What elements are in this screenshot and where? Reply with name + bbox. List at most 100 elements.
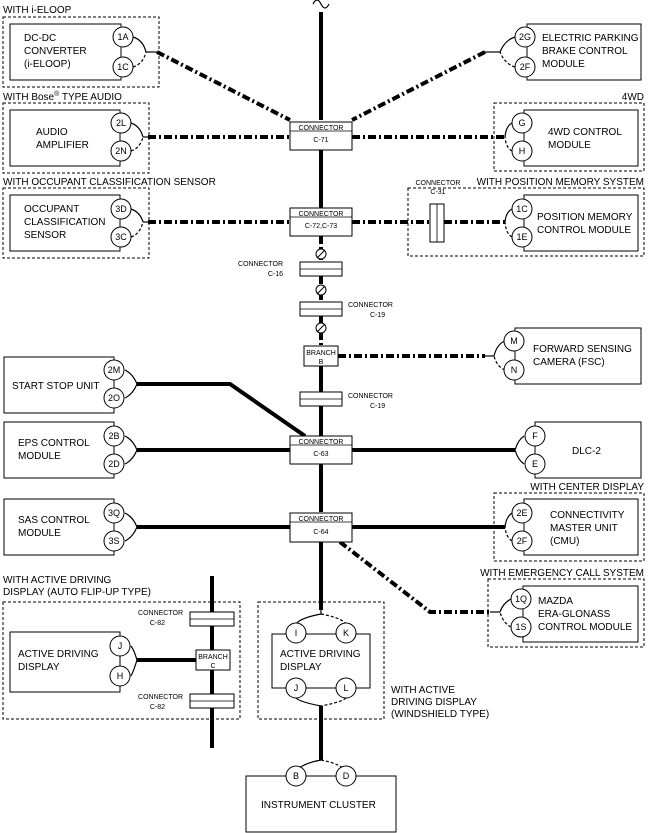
pin-label: E [532, 459, 538, 469]
svg-text:BRANCH: BRANCH [198, 654, 228, 661]
svg-text:CONNECTOR: CONNECTOR [138, 610, 183, 617]
pin-circle [109, 635, 131, 657]
twist-symbol [315, 284, 327, 296]
pin-circle [110, 198, 132, 220]
pin-circle [103, 530, 125, 552]
module-label: CONTROL MODULE [537, 225, 631, 236]
pin-circle [103, 387, 125, 409]
module-label: CAMERA (FSC) [533, 357, 605, 368]
header-ieloop: WITH i-ELOOP [3, 5, 72, 16]
header-4wd: 4WD [622, 92, 644, 103]
module-label: MAZDA [538, 596, 573, 607]
connector-c82-upper: CONNECTOR C-82 [138, 610, 235, 627]
module-label: FORWARD SENSING [533, 344, 632, 355]
pin-circle [510, 616, 532, 638]
header-posmem: WITH POSITION MEMORY SYSTEM [477, 177, 644, 188]
pin-label: 2D [108, 459, 120, 469]
svg-text:CONNECTOR: CONNECTOR [138, 694, 183, 701]
header-center-display: WITH CENTER DISPLAY [530, 482, 644, 493]
connector-c19-lower: CONNECTOR C-19 [299, 391, 393, 410]
pin-circle [511, 112, 533, 134]
pin-label: H [117, 671, 124, 681]
pin-label: I [295, 628, 298, 638]
svg-text:CONNECTOR: CONNECTOR [238, 261, 283, 268]
svg-text:CONNECTOR: CONNECTOR [299, 516, 344, 523]
frame-center-display [493, 492, 645, 562]
module-label: EPS CONTROL [18, 438, 90, 449]
module-label: BRAKE CONTROL [542, 46, 628, 57]
pin-label: 2B [108, 431, 119, 441]
module-occupant-classification-sensor: OCCUPANT CLASSIFICATION SENSOR 3D 3C [9, 194, 148, 252]
svg-text:B: B [319, 359, 324, 366]
frame-ocs [2, 187, 150, 259]
header-ocs: WITH OCCUPANT CLASSIFICATION SENSOR [3, 177, 216, 188]
module-label: ERA-GLONASS [538, 609, 611, 620]
frame-ieloop [2, 16, 160, 88]
pin-circle [112, 56, 134, 78]
header-ad-windshield-2: DRIVING DISPLAY [391, 697, 477, 708]
module-label: START STOP UNIT [12, 381, 99, 392]
module-label: (CMU) [550, 536, 579, 547]
connector-c63: CONNECTOR C-63 [289, 435, 353, 465]
module-label: OCCUPANT [24, 204, 79, 215]
twist-symbol [315, 322, 327, 334]
module-4wd-control: 4WD CONTROL MODULE G H [504, 109, 639, 167]
module-active-driving-display-left: ACTIVE DRIVING DISPLAY J H [9, 631, 138, 693]
svg-text:C-63: C-63 [313, 451, 328, 458]
module-label: SENSOR [24, 230, 66, 241]
twist-symbol [315, 248, 327, 260]
pin-label: F [532, 431, 538, 441]
svg-text:CONNECTOR: CONNECTOR [299, 211, 344, 218]
module-dlc-2: DLC-2 F E [514, 421, 642, 479]
module-label: AMPLIFIER [36, 140, 89, 151]
pin-circle [524, 453, 546, 475]
branch-c: BRANCH C [195, 649, 231, 671]
pin-label: 1C [117, 62, 129, 72]
pin-circle [524, 425, 546, 447]
module-start-stop-unit: START STOP UNIT 2M 2O [3, 356, 138, 414]
pin-circle [514, 26, 536, 48]
module-label: MODULE [542, 59, 585, 70]
module-label: ELECTRIC PARKING [542, 33, 639, 44]
pin-circle [511, 198, 533, 220]
svg-text:C-19: C-19 [370, 403, 385, 410]
pin-circle [285, 622, 307, 644]
module-label: DC-DC [24, 33, 56, 44]
pin-label: 1C [516, 204, 528, 214]
pin-label: 1Q [515, 594, 527, 604]
module-era-glonass: MAZDA ERA-GLONASS CONTROL MODULE 1Q 1S [490, 585, 639, 643]
pin-circle [503, 359, 525, 381]
connector-c72-c73: CONNECTOR C-72,C-73 [289, 207, 353, 237]
pin-label: 2O [108, 393, 120, 403]
pin-circle [112, 26, 134, 48]
module-connectivity-master-unit: CONNECTIVITY MASTER UNIT (CMU) 2E 2F [504, 498, 639, 556]
frame-emergency [487, 578, 645, 648]
pin-circle [110, 112, 132, 134]
pin-label: N [511, 365, 518, 375]
frame-posmem [407, 187, 645, 257]
module-label: INSTRUMENT CLUSTER [261, 800, 376, 811]
pin-circle [503, 330, 525, 352]
header-ad-windshield-3: (WINDSHIELD TYPE) [391, 709, 489, 720]
pin-circle [103, 453, 125, 475]
connector-c16: CONNECTOR C-16 [238, 261, 343, 278]
pin-label: 1E [516, 232, 527, 242]
pin-circle [335, 677, 357, 699]
wire-dcdc [156, 50, 291, 122]
module-label: ACTIVE DRIVING [18, 649, 99, 660]
frame-ad-windshield [257, 601, 385, 720]
svg-text:CONNECTOR: CONNECTOR [348, 393, 393, 400]
wire-break-symbol [312, 0, 330, 9]
header-ad-autoflip-1: WITH ACTIVE DRIVING [3, 575, 112, 586]
module-audio-amplifier: AUDIO AMPLIFIER 2L 2N [9, 109, 148, 167]
pin-label: D [343, 771, 350, 781]
pin-circle [103, 359, 125, 381]
pin-label: 3D [115, 204, 127, 214]
pin-label: 2L [116, 118, 126, 128]
module-label: CONVERTER [24, 46, 87, 57]
pin-circle [511, 502, 533, 524]
module-label: SAS CONTROL [18, 515, 90, 526]
pin-circle [285, 677, 307, 699]
header-emergency: WITH EMERGENCY CALL SYSTEM [480, 568, 644, 579]
